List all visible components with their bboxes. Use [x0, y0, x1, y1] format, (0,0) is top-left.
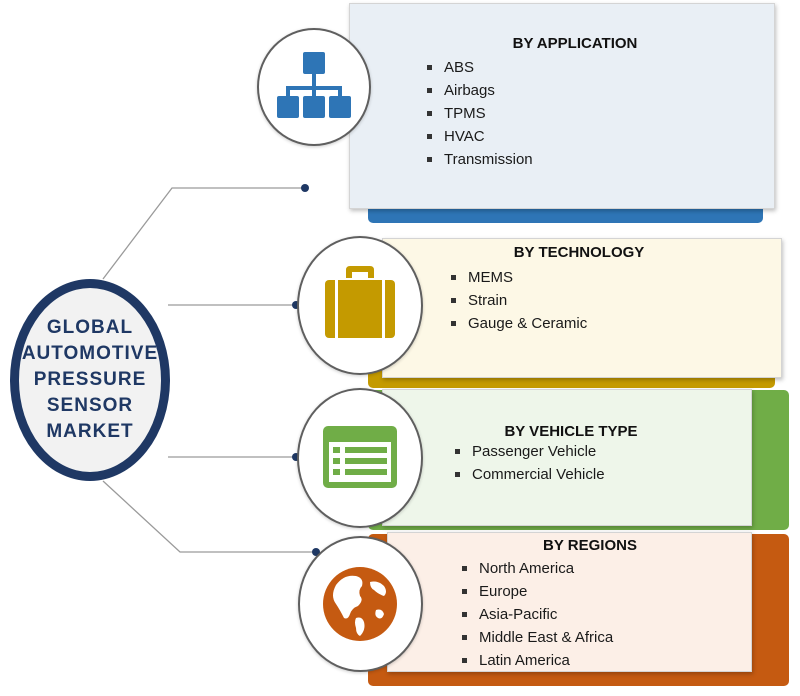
globe-icon — [323, 567, 397, 641]
list-item: North America — [460, 557, 613, 580]
list-item: Passenger Vehicle — [453, 440, 605, 463]
list-item: Middle East & Africa — [460, 626, 613, 649]
regions-panel: BY REGIONS North America Europe Asia-Pac… — [387, 532, 752, 672]
technology-icon-circle — [297, 236, 423, 375]
connector-dot-application — [301, 184, 309, 192]
application-list: ABS Airbags TPMS HVAC Transmission — [425, 56, 533, 171]
vehicle-type-icon-circle — [297, 388, 423, 528]
technology-title: BY TECHNOLOGY — [513, 244, 645, 261]
briefcase-icon — [325, 266, 395, 338]
regions-icon-circle — [298, 536, 423, 672]
market-hub: GLOBAL AUTOMOTIVE PRESSURE SENSOR MARKET — [10, 279, 170, 481]
connector-application — [102, 187, 305, 280]
list-window-icon — [323, 426, 397, 488]
list-item: ABS — [425, 56, 533, 79]
list-item: Asia-Pacific — [460, 603, 613, 626]
vehicle-type-title: BY VEHICLE TYPE — [504, 423, 638, 440]
list-item: Airbags — [425, 79, 533, 102]
application-panel: BY APPLICATION ABS Airbags TPMS HVAC Tra… — [349, 3, 775, 209]
vehicle-type-panel: BY VEHICLE TYPE Passenger Vehicle Commer… — [382, 389, 752, 526]
list-item: Gauge & Ceramic — [449, 312, 587, 335]
org-chart-icon — [277, 52, 351, 118]
list-item: TPMS — [425, 102, 533, 125]
list-item: Latin America — [460, 649, 613, 672]
list-item: Transmission — [425, 148, 533, 171]
list-item: Commercial Vehicle — [453, 463, 605, 486]
list-item: MEMS — [449, 266, 587, 289]
vehicle-type-list: Passenger Vehicle Commercial Vehicle — [453, 440, 605, 486]
application-title: BY APPLICATION — [512, 35, 638, 52]
list-item: HVAC — [425, 125, 533, 148]
technology-list: MEMS Strain Gauge & Ceramic — [449, 266, 587, 335]
technology-panel: BY TECHNOLOGY MEMS Strain Gauge & Cerami… — [382, 238, 782, 378]
regions-title: BY REGIONS — [543, 537, 637, 554]
regions-list: North America Europe Asia-Pacific Middle… — [460, 557, 613, 672]
list-item: Europe — [460, 580, 613, 603]
list-item: Strain — [449, 289, 587, 312]
application-icon-circle — [257, 28, 371, 146]
hub-title: GLOBAL AUTOMOTIVE PRESSURE SENSOR MARKET — [21, 317, 159, 442]
connector-regions — [102, 480, 316, 553]
